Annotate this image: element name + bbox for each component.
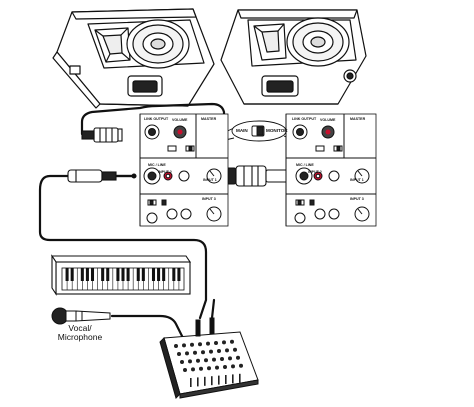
mixer-knob [215, 365, 219, 370]
xlr-male-connector-icon [81, 127, 123, 143]
mixer-knob [174, 344, 178, 348]
black-key [172, 268, 176, 281]
mixer-knob [199, 366, 203, 371]
black-key [70, 268, 74, 281]
switch-monitor-label: MONITOR [266, 128, 288, 133]
mixer-knob [212, 357, 216, 362]
right-link-output-label: LINK OUTPUT [292, 117, 317, 121]
mixer-knob [207, 366, 211, 371]
mixer-knob [209, 349, 213, 354]
mixer-knob [201, 350, 205, 355]
black-key [101, 268, 105, 281]
mixer-knob [233, 347, 237, 352]
keyboard-cable-2 [210, 298, 216, 320]
microphone-label-line1: Vocal/ [68, 323, 92, 333]
mixer-fader [204, 376, 206, 386]
mixer-knob [231, 364, 235, 369]
left-input2-label: INPUT 2 [158, 170, 172, 174]
black-key [136, 268, 140, 281]
keyboard-icon [50, 254, 192, 296]
mixer-knob [214, 341, 218, 345]
left-input1-label: INPUT 1 [203, 178, 217, 182]
switch-main-label: MAIN [236, 128, 248, 133]
mixer-knob [185, 351, 189, 356]
keyboard-cable [38, 174, 208, 320]
mixer-knob [220, 357, 224, 361]
mic-cable [110, 314, 186, 342]
mixer-knob [190, 342, 194, 347]
mixer-fader [211, 376, 213, 386]
mixer-fader [232, 374, 234, 384]
link-cable-top [80, 102, 226, 142]
microphone-label-line2: Microphone [57, 332, 103, 342]
black-key [126, 268, 130, 281]
right-input1-label: INPUT 1 [350, 178, 364, 182]
black-key [65, 268, 69, 281]
mixer-fader [218, 375, 220, 385]
right-micline-label: MIC / LINE [296, 163, 314, 167]
mixer-knob [225, 348, 229, 353]
speaker-right-icon [220, 9, 367, 105]
right-master-label: MASTER [350, 117, 366, 121]
mixer-knob [191, 367, 195, 372]
right-volume-label: VOLUME [320, 118, 336, 122]
mixer-knob [193, 350, 197, 355]
mixer-knob [222, 340, 226, 345]
mixer-icon [159, 317, 259, 399]
mixer-knob [230, 339, 234, 344]
black-key [151, 268, 156, 281]
black-key [90, 268, 95, 281]
mixer-knob [196, 358, 200, 363]
black-key [157, 268, 161, 281]
mixer-knob [217, 349, 221, 353]
microphone-icon [51, 307, 111, 325]
xlr-female-connector-icon [223, 165, 297, 187]
mixer-knob [223, 365, 227, 369]
left-micline-label: MIC / LINE [148, 163, 166, 167]
left-master-label: MASTER [201, 117, 217, 121]
jack-connector-icon [67, 169, 137, 183]
black-key [141, 268, 145, 281]
right-rear-panel [285, 113, 377, 227]
black-key [106, 268, 110, 281]
left-input3-label: INPUT 3 [202, 197, 216, 201]
mixer-fader [239, 373, 241, 383]
mixer-knob [236, 355, 240, 360]
black-key [85, 268, 89, 281]
mixer-knob [204, 358, 208, 363]
black-key [121, 268, 125, 281]
left-volume-label: VOLUME [172, 118, 188, 122]
left-rear-panel [139, 113, 229, 227]
mixer-fader [197, 377, 199, 387]
mixer-fader [190, 378, 192, 387]
mixer-knob [177, 352, 181, 356]
speaker-left-icon [52, 8, 215, 109]
mixer-knob [180, 360, 184, 364]
mixer-knob [206, 341, 210, 346]
microphone-label: Vocal/ Microphone [44, 324, 116, 342]
mixer-knob [188, 359, 192, 364]
mixer-fader [225, 375, 227, 384]
mixer-knob [198, 342, 202, 347]
mixer-knob [183, 368, 187, 372]
right-input3-label: INPUT 3 [350, 197, 364, 201]
left-link-output-label: LINK OUTPUT [144, 117, 169, 121]
black-key [80, 268, 84, 281]
mixer-knob [182, 343, 186, 348]
black-key [177, 268, 181, 281]
right-input2-label: INPUT 2 [308, 170, 322, 174]
black-key [116, 268, 120, 281]
mixer-knob [228, 356, 232, 361]
mixer-knob [239, 363, 243, 368]
black-key [162, 268, 166, 281]
